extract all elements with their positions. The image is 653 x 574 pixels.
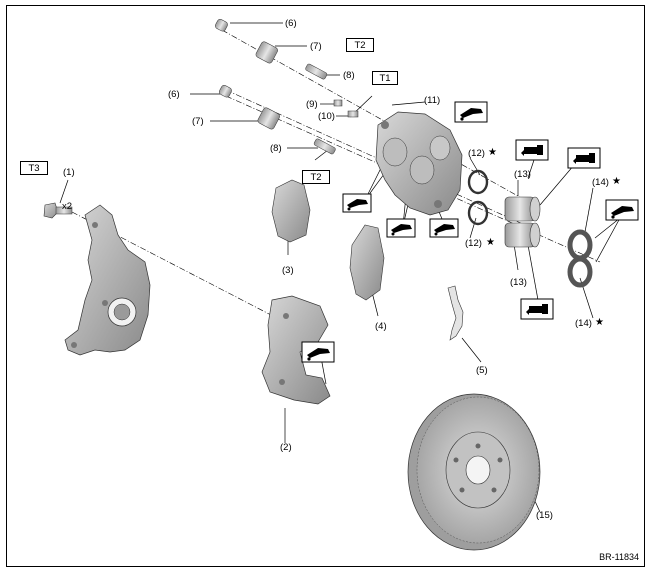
upper-pin-set	[215, 19, 328, 80]
label-part-7-lower: (7)	[192, 116, 204, 127]
label-part-11: (11)	[424, 95, 441, 106]
part-14-piston-boots	[567, 229, 593, 288]
grease-icon	[605, 199, 639, 221]
grease-symbols	[301, 101, 639, 363]
label-part-12-lower: (12)	[465, 238, 482, 249]
bleeder-screw	[333, 99, 359, 118]
torque-box-t2-lower: T2	[302, 170, 330, 184]
part-13-pistons	[504, 196, 541, 248]
drawing-code: BR-11834	[599, 552, 639, 562]
diagram-frame	[6, 5, 645, 567]
label-part-2: (2)	[280, 442, 292, 453]
label-part-5: (5)	[476, 365, 488, 376]
label-part-4: (4)	[375, 321, 387, 332]
label-part-8-lower: (8)	[270, 143, 282, 154]
lower-pin-set	[219, 85, 336, 155]
part-5-pad-clip	[447, 285, 464, 341]
steering-knuckle	[64, 204, 151, 356]
grease-icon	[454, 101, 488, 123]
label-part-13-upper: (13)	[514, 169, 531, 180]
grease-icon	[386, 218, 416, 238]
label-part-14-upper: (14)	[592, 177, 609, 188]
label-part-13-lower: (13)	[510, 277, 527, 288]
grease-icon	[342, 193, 372, 213]
torque-box-t3: T3	[20, 161, 48, 175]
label-part-14-lower: (14)	[575, 318, 592, 329]
label-part-10: (10)	[318, 111, 335, 122]
star-mark: ★	[612, 176, 621, 187]
label-part-8-upper: (8)	[343, 70, 355, 81]
label-part-15: (15)	[536, 510, 553, 521]
star-mark: ★	[486, 237, 495, 248]
grease-icon	[429, 218, 459, 238]
label-part-7-upper: (7)	[310, 41, 322, 52]
part-1-bolt	[43, 202, 73, 219]
part-12-piston-seals	[467, 169, 489, 226]
label-part-6-upper: (6)	[285, 18, 297, 29]
label-part-12-upper: (12)	[468, 148, 485, 159]
part-4-outer-pad	[349, 224, 385, 301]
grease-icon	[301, 341, 335, 363]
fluid-icon	[567, 147, 601, 169]
fluid-icon	[520, 298, 554, 320]
part-3-inner-pad	[271, 179, 311, 243]
star-mark: ★	[595, 317, 604, 328]
label-part-6-lower: (6)	[168, 89, 180, 100]
part-15-disc-rotor	[407, 393, 541, 551]
fluid-icon	[515, 139, 549, 161]
part-11-caliper-body	[375, 111, 463, 216]
torque-box-t2-upper: T2	[346, 38, 374, 52]
star-mark: ★	[488, 147, 497, 158]
label-part-9: (9)	[306, 99, 318, 110]
label-part-1: (1)	[63, 167, 75, 178]
label-part-3: (3)	[282, 265, 294, 276]
label-quantity-x2: x2	[62, 201, 73, 212]
torque-box-t1: T1	[372, 71, 398, 85]
part-2-caliper-support	[261, 295, 331, 405]
